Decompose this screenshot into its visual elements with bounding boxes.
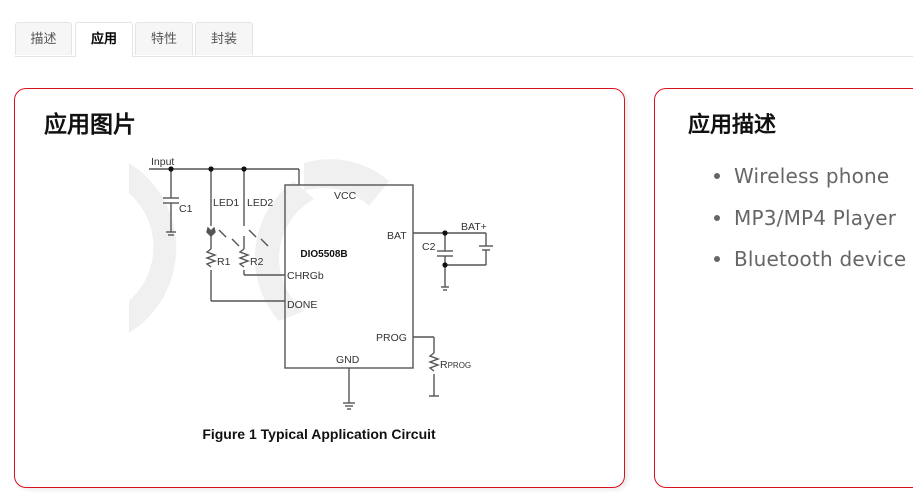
label-r1: R1: [217, 256, 231, 268]
label-c1: C1: [179, 203, 193, 215]
tab-application[interactable]: 应用: [75, 22, 133, 57]
watermark-logo: [129, 159, 389, 333]
junction-dot: [442, 230, 448, 236]
application-description-title: 应用描述: [688, 113, 777, 138]
application-list: Wireless phone MP3/MP4 Player Bluetooth …: [709, 163, 906, 288]
application-image-title: 应用图片: [44, 112, 136, 138]
junction-dot: [208, 166, 214, 172]
junction-dot: [168, 166, 174, 172]
tab-package[interactable]: 封装: [195, 22, 253, 55]
label-r2: R2: [250, 256, 264, 268]
circuit-figure: Input C1 LED1 LED2 R1 R2 VCC BAT CHRGb D…: [129, 151, 509, 451]
list-item: Wireless phone: [709, 163, 906, 205]
bullet-icon: [714, 256, 720, 262]
list-item: MP3/MP4 Player: [709, 205, 906, 247]
application-image-card: 应用图片: [14, 88, 625, 488]
figure-caption: Figure 1 Typical Application Circuit: [202, 426, 436, 442]
tab-description[interactable]: 描述: [15, 22, 72, 55]
junction-dot: [442, 262, 448, 268]
label-rprog: RPROG: [440, 359, 471, 371]
bullet-icon: [714, 214, 720, 221]
label-c2: C2: [422, 241, 436, 253]
label-led2: LED2: [247, 197, 273, 209]
application-description-card: 应用描述 Wireless phone MP3/MP4 Player Bluet…: [654, 88, 913, 488]
label-led1: LED1: [213, 197, 239, 209]
junction-dot: [241, 166, 247, 172]
tab-features[interactable]: 特性: [135, 22, 193, 55]
circuit-diagram: Input C1 LED1 LED2 R1 R2 VCC BAT CHRGb D…: [129, 156, 493, 442]
pin-gnd: GND: [336, 354, 360, 366]
tab-bar: 描述 应用 特性 封装: [15, 22, 913, 57]
pin-chrgb: CHRGb: [287, 270, 324, 282]
chip-name: DIO5508B: [300, 249, 347, 260]
pin-prog: PROG: [376, 332, 407, 344]
pin-vcc: VCC: [334, 190, 357, 202]
bullet-icon: [714, 173, 720, 179]
label-input: Input: [151, 156, 174, 168]
label-bat-plus: BAT+: [461, 221, 487, 233]
pin-done: DONE: [287, 299, 317, 311]
list-item: Bluetooth device: [709, 246, 906, 288]
pin-bat: BAT: [387, 230, 407, 242]
